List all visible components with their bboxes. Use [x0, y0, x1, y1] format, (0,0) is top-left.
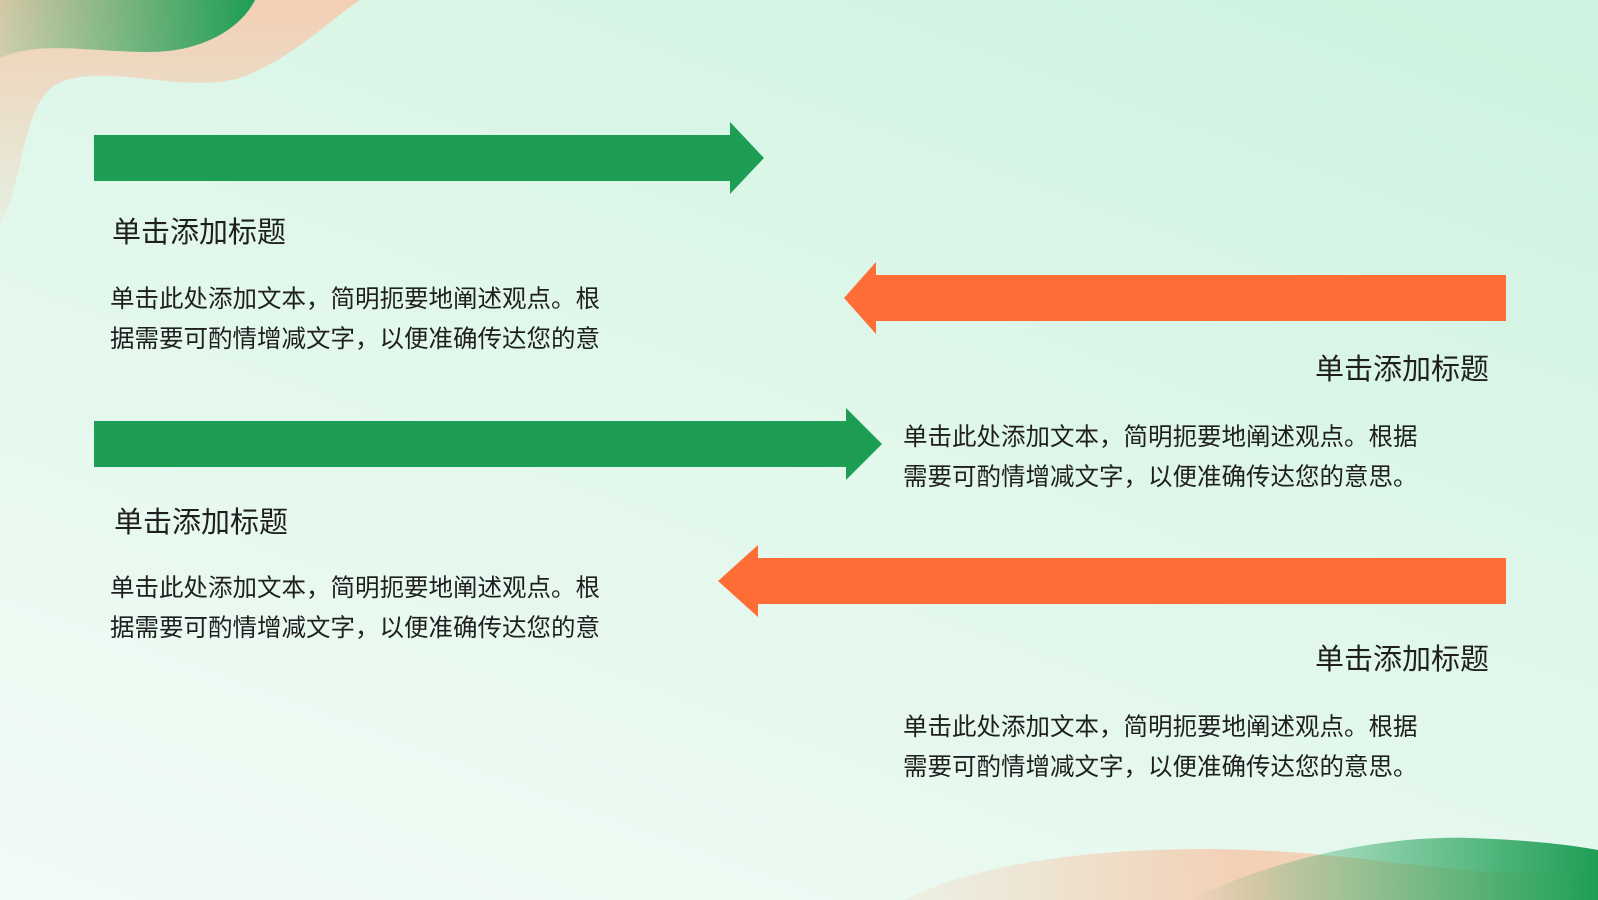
item-3-title[interactable]: 单击添加标题 — [114, 505, 289, 539]
orange-arrow-left — [844, 262, 1506, 334]
orange-arrow-left — [718, 545, 1506, 617]
item-3-body-line-1: 单击此处添加文本，简明扼要地阐述观点。根 — [110, 573, 600, 602]
item-4-title[interactable]: 单击添加标题 — [1314, 642, 1489, 676]
item-2-body[interactable]: 单击此处添加文本，简明扼要地阐述观点。根据 需要可酌情增减文字，以便准确传达您的… — [903, 417, 1418, 497]
item-3-body-line-2: 据需要可酌情增减文字，以便准确传达您的意 — [110, 613, 600, 642]
item-1-body[interactable]: 单击此处添加文本，简明扼要地阐述观点。根 据需要可酌情增减文字，以便准确传达您的… — [110, 279, 600, 359]
item-2-title[interactable]: 单击添加标题 — [1314, 352, 1489, 386]
item-1-body-line-1: 单击此处添加文本，简明扼要地阐述观点。根 — [110, 284, 600, 313]
green-arrow-right — [94, 122, 764, 194]
item-4-body-line-1: 单击此处添加文本，简明扼要地阐述观点。根据 — [903, 712, 1418, 741]
item-1-body-line-2: 据需要可酌情增减文字，以便准确传达您的意 — [110, 324, 600, 353]
item-2-body-line-2: 需要可酌情增减文字，以便准确传达您的意思。 — [903, 462, 1418, 491]
item-4-body-line-2: 需要可酌情增减文字，以便准确传达您的意思。 — [903, 752, 1418, 781]
top-left-peach-shape — [0, 0, 360, 225]
green-arrow-right — [94, 408, 882, 480]
top-left-green-shape — [0, 0, 255, 58]
item-2-body-line-1: 单击此处添加文本，简明扼要地阐述观点。根据 — [903, 422, 1418, 451]
item-3-body[interactable]: 单击此处添加文本，简明扼要地阐述观点。根 据需要可酌情增减文字，以便准确传达您的… — [110, 568, 600, 648]
item-1-title[interactable]: 单击添加标题 — [112, 215, 287, 249]
bottom-right-green-shape — [1190, 837, 1598, 900]
item-4-body[interactable]: 单击此处添加文本，简明扼要地阐述观点。根据 需要可酌情增减文字，以便准确传达您的… — [903, 707, 1418, 787]
